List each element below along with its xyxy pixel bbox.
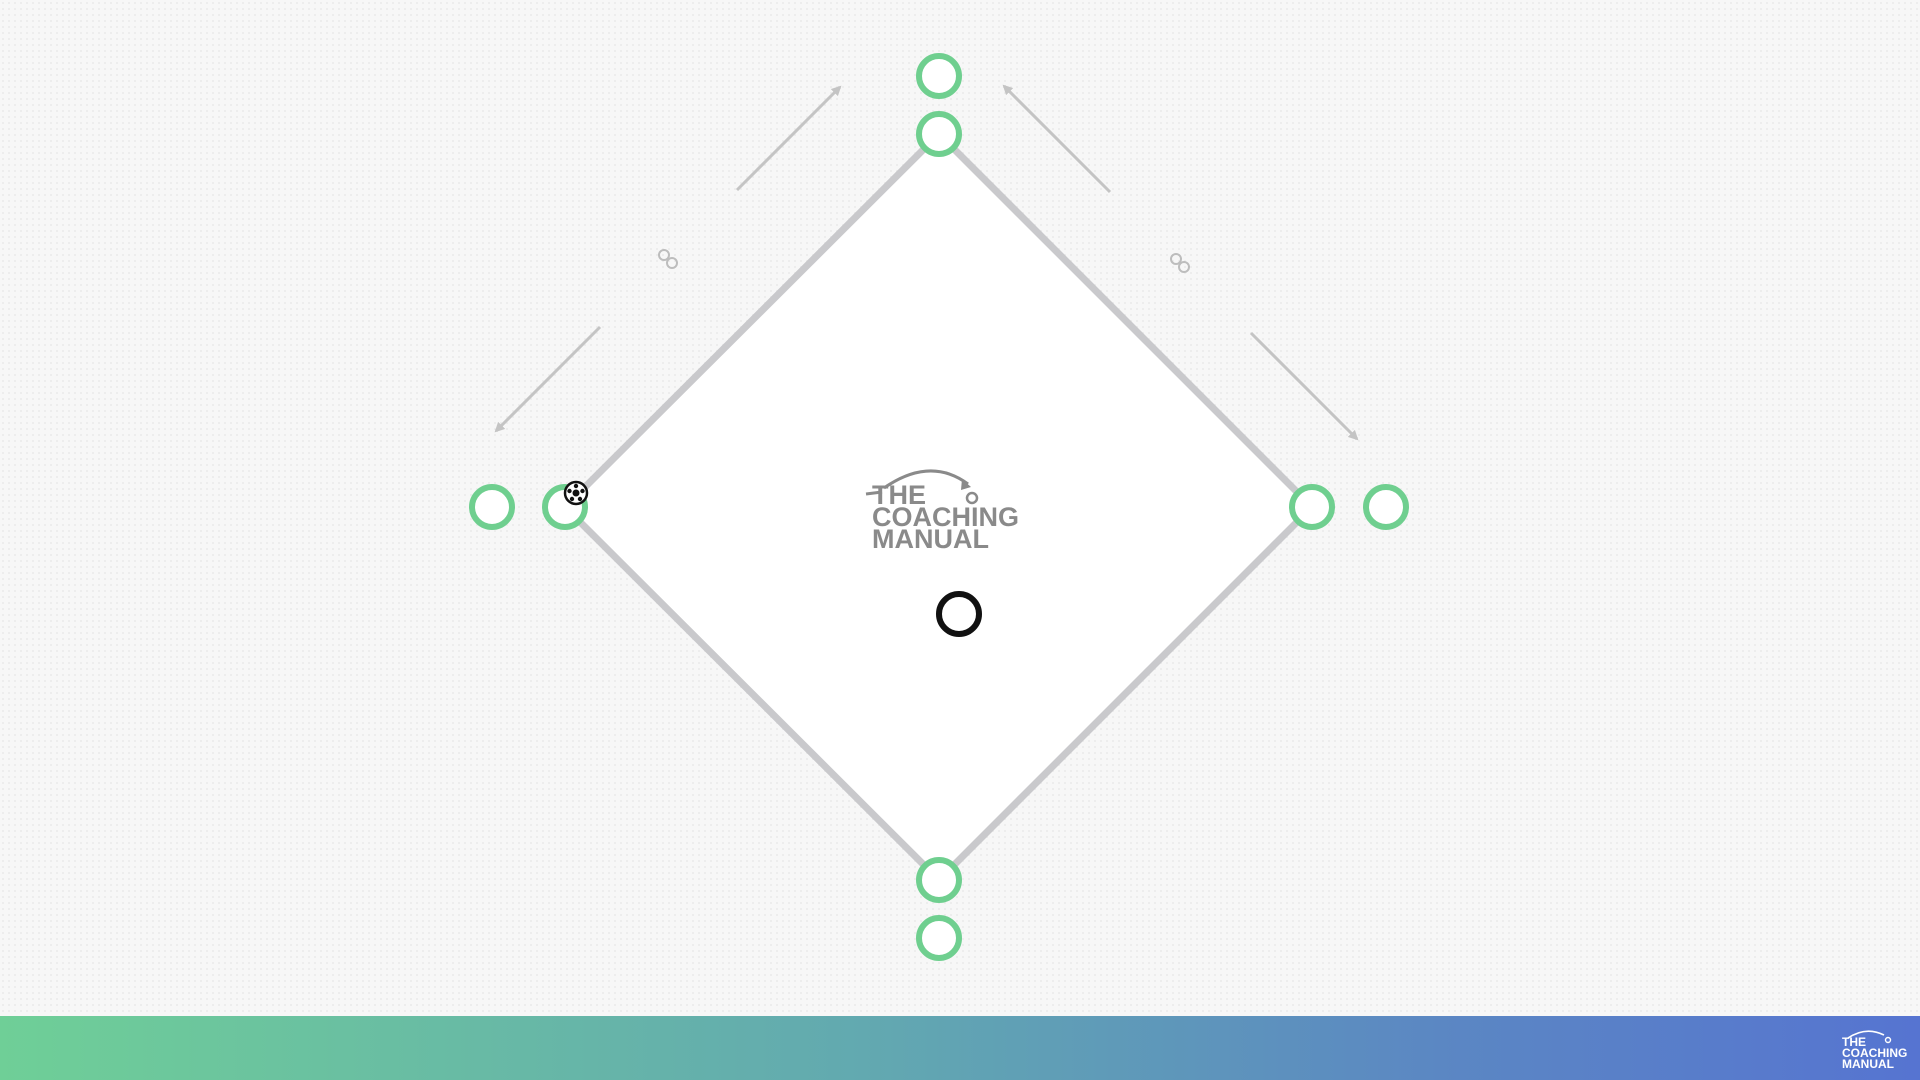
footer-logo-line-3: MANUAL (1842, 1057, 1894, 1071)
player-top-outer (916, 53, 962, 99)
footer-logo-swoosh (1847, 1030, 1885, 1039)
player-bottom-outer (916, 915, 962, 961)
footer-logo-line-2: COACHING (1842, 1046, 1907, 1060)
footer-logo-line-1: THE (1842, 1035, 1866, 1049)
arrow-right (1249, 331, 1359, 441)
player-left-outer (469, 484, 515, 530)
logo-line-3: MANUAL (872, 524, 989, 554)
player-top-inner (916, 111, 962, 157)
logo-swoosh (883, 469, 969, 490)
drill-diagram: THE COACHING MANUAL (469, 53, 1409, 961)
drill-canvas: THE COACHING MANUAL (0, 0, 1920, 1016)
cone-pair-icon (1170, 253, 1190, 273)
footer-logo: THE COACHING MANUAL (1842, 1030, 1907, 1071)
player-right-outer (1363, 484, 1409, 530)
soccer-ball-icon (563, 480, 589, 506)
arrow-left (494, 325, 602, 433)
cone-pair-icon (658, 249, 678, 269)
logo-cross-stroke (865, 490, 883, 496)
logo-ball-dot (965, 491, 979, 505)
footer-bar: THE COACHING MANUAL (0, 1016, 1920, 1080)
player-right-inner (1289, 484, 1335, 530)
logo-line-1: THE (872, 480, 926, 510)
coach-marker (936, 591, 982, 637)
coaching-manual-logo: THE COACHING MANUAL (865, 469, 1019, 554)
logo-swoosh-arrowhead (961, 479, 971, 490)
logo-line-2: COACHING (872, 502, 1019, 532)
footer-logo-ball-dot (1884, 1036, 1892, 1044)
arrow-top-right (1002, 84, 1112, 194)
player-bottom-inner (916, 857, 962, 903)
arrow-top-left (735, 85, 842, 192)
